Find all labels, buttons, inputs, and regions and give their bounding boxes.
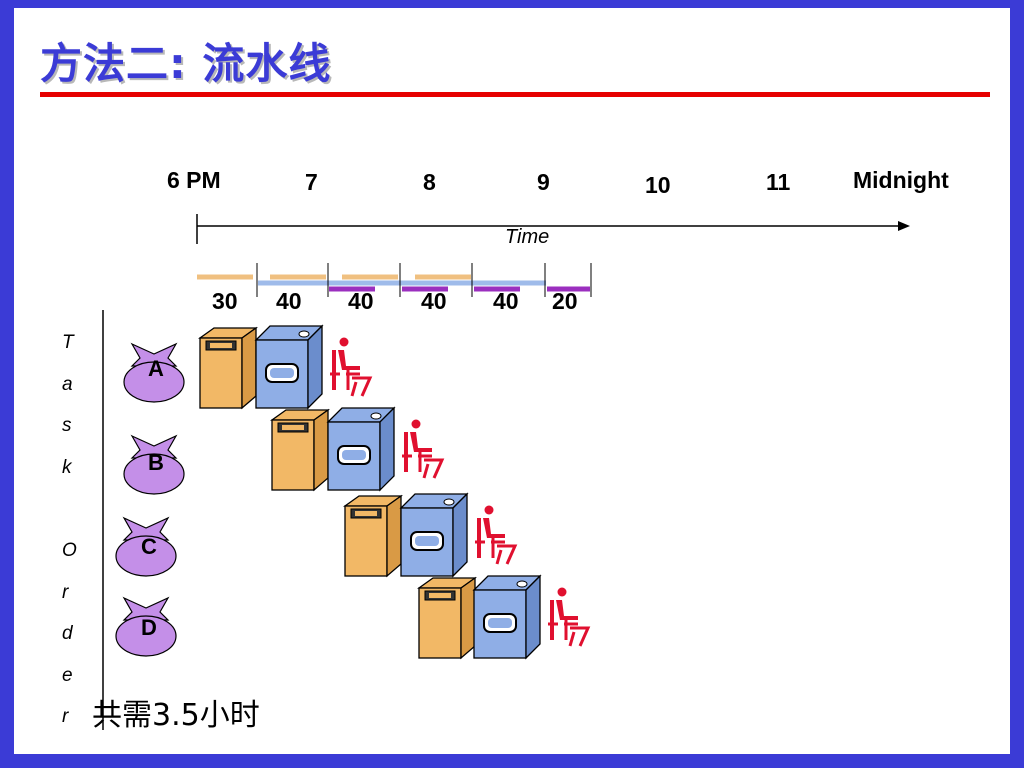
task-order-letter: r [62,706,69,727]
total-time-note: 共需3.5小时 [92,698,260,733]
slide-border-top [0,0,1024,8]
duration-label: 40 [348,288,374,314]
duration-label: 20 [552,288,578,314]
task-d-row: D [115,575,590,659]
task-order-letter: O [62,540,77,561]
time-tick-11: 11 [766,169,791,195]
task-label-b: B [148,450,164,475]
time-tick-7: 7 [305,169,318,195]
task-order-letter: e [62,665,73,686]
title-underline [40,92,990,97]
folder-person-icon [400,417,444,480]
time-tick-6pm: 6 PM [167,167,221,193]
task-label-d: D [141,615,157,640]
time-tick-midnight: Midnight [853,167,949,193]
duration-label: 30 [212,288,238,314]
time-tick-9: 9 [537,169,550,195]
dryer-icon [255,325,323,409]
task-a-row: A [123,325,372,409]
task-order-letter: r [62,582,69,603]
duration-label: 40 [493,288,519,314]
washer-icon [199,327,257,409]
dryer-icon [400,493,468,577]
time-tick-8: 8 [423,169,436,195]
task-label-c: C [141,534,157,559]
washer-icon [271,409,329,491]
task-order-letter: a [62,374,73,395]
slide-border-bottom [0,754,1024,768]
task-label-a: A [148,356,164,381]
washer-icon [418,577,476,659]
washer-icon [344,495,402,577]
stage-bars [197,263,592,297]
folder-person-icon [473,503,517,566]
task-order-letter: d [62,623,73,644]
folder-person-icon [328,335,372,398]
slide-border-left [0,0,14,768]
slide-border-right [1010,0,1024,768]
duration-label: 40 [421,288,447,314]
slide-title: 方法二: 流水线 [40,39,332,88]
time-axis-arrow [898,221,910,231]
task-order-letter: s [62,415,72,436]
task-order-letter: k [62,457,72,478]
duration-label: 40 [276,288,302,314]
task-b-row: B [123,407,444,495]
time-axis-label: Time [505,226,550,248]
task-order-letter: T [62,332,74,353]
folder-person-icon [546,585,590,648]
dryer-icon [473,575,541,659]
dryer-icon [327,407,395,491]
task-c-row: C [115,493,517,577]
time-tick-10: 10 [645,172,671,198]
